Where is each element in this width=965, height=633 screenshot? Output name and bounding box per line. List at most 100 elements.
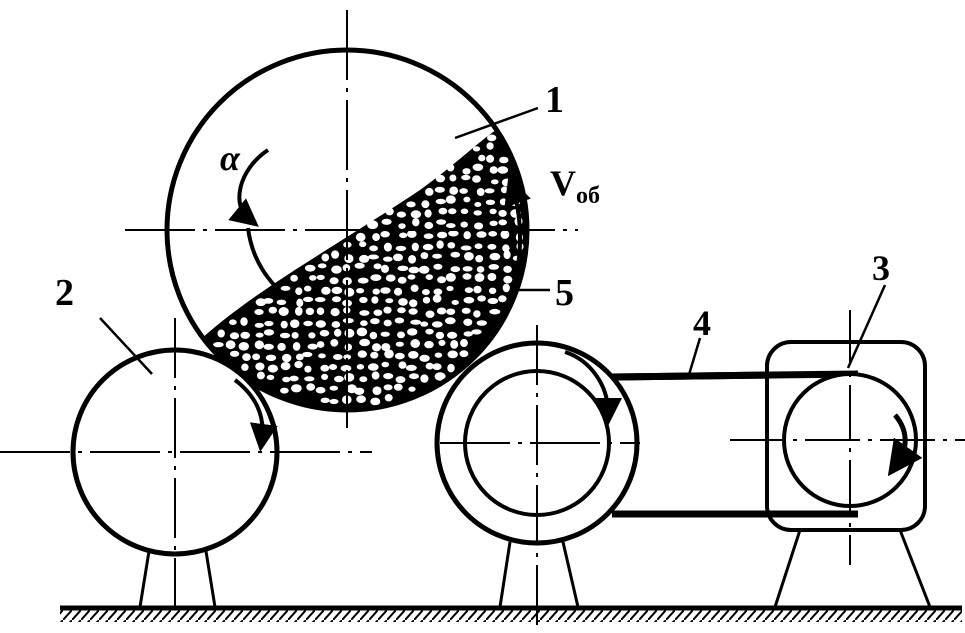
media-pebble <box>384 394 393 402</box>
media-pebble <box>489 252 501 261</box>
media-pebble <box>399 232 408 239</box>
media-pebble <box>340 365 352 372</box>
media-pebble <box>290 319 300 329</box>
media-pebble <box>329 398 339 405</box>
media-pebble <box>254 340 264 350</box>
media-pebble <box>242 353 251 361</box>
media-pebble <box>331 265 342 274</box>
label-motor: 3 <box>872 248 890 288</box>
media-pebble <box>446 223 456 229</box>
media-pebble <box>265 354 277 361</box>
media-pebble <box>498 295 507 303</box>
media-pebble <box>333 354 343 360</box>
media-pebble <box>408 351 419 359</box>
media-pebble <box>225 340 236 350</box>
media-pebble <box>461 174 471 181</box>
media-pebble <box>380 331 390 337</box>
media-pebble <box>290 274 298 282</box>
media-pebble <box>478 154 486 162</box>
media-pebble <box>383 319 392 327</box>
media-pebble <box>314 297 326 303</box>
media-pebble <box>394 352 405 360</box>
media-pebble <box>436 219 447 225</box>
media-pebble <box>422 296 431 304</box>
media-pebble <box>319 329 330 337</box>
media-pebble <box>502 244 510 252</box>
media-pebble <box>432 363 442 371</box>
media-pebble <box>371 296 379 304</box>
media-pebble <box>438 207 448 215</box>
media-pebble <box>330 339 339 347</box>
label-velocity: Vоб <box>550 163 600 209</box>
media-pebble <box>344 328 355 338</box>
media-pebble <box>412 218 420 227</box>
ground <box>60 605 962 622</box>
media-pebble <box>370 351 379 359</box>
media-pebble <box>303 320 313 327</box>
media-pebble <box>305 307 315 316</box>
media-pebble <box>282 353 292 363</box>
media-pebble <box>499 198 508 206</box>
media-pebble <box>445 195 456 204</box>
media-pebble <box>334 328 342 337</box>
media-pebble <box>461 307 471 314</box>
media-pebble <box>359 296 368 304</box>
media-pebble <box>381 264 389 273</box>
media-pebble <box>316 274 325 280</box>
media-pebble <box>436 240 444 249</box>
media-pebble <box>488 287 497 294</box>
media-pebble <box>473 210 482 216</box>
drum-rotation-arrow-right <box>504 176 531 266</box>
media-pebble <box>295 353 304 361</box>
media-pebble <box>488 264 500 270</box>
media-pebble <box>332 296 341 303</box>
media-pebble <box>254 309 264 315</box>
media-pebble <box>436 307 447 315</box>
media-pebble <box>295 306 303 316</box>
media-pebble <box>425 328 434 335</box>
media-pebble <box>491 179 499 185</box>
media-pebble <box>420 252 429 260</box>
media-pebble <box>476 266 485 273</box>
media-pebble <box>434 372 446 381</box>
media-pebble <box>240 317 248 326</box>
label-media-charge: 5 <box>555 272 574 314</box>
media-pebble <box>446 285 454 292</box>
media-pebble <box>500 230 510 239</box>
media-pebble <box>268 306 277 314</box>
media-pebble <box>435 331 445 340</box>
media-pebble <box>280 387 289 394</box>
media-pebble <box>472 146 481 152</box>
media-pebble <box>372 343 381 352</box>
media-pebble <box>356 364 365 370</box>
media-pebble <box>315 320 326 328</box>
media-pebble <box>385 298 394 304</box>
media-pebble <box>370 397 381 406</box>
media-pebble <box>229 350 240 357</box>
media-pebble <box>475 255 484 263</box>
media-pebble <box>331 250 340 259</box>
media-pebble <box>357 350 367 358</box>
media-pebble <box>433 263 443 270</box>
media-pebble <box>355 232 366 242</box>
media-pebble <box>489 166 498 174</box>
media-pebble <box>217 329 225 338</box>
media-pebble <box>474 222 484 230</box>
media-pebble <box>489 208 497 215</box>
media-pebble <box>463 318 473 326</box>
media-pebble <box>385 274 396 282</box>
media-pebble <box>450 251 461 258</box>
media-pebble <box>418 265 430 274</box>
media-pebble <box>367 254 379 260</box>
media-pebble <box>405 364 417 371</box>
media-pebble <box>396 211 406 218</box>
media-pebble <box>462 266 473 272</box>
media-pebble <box>279 332 291 339</box>
media-pebble <box>372 386 382 396</box>
media-pebble <box>487 134 497 142</box>
media-pebble <box>503 265 512 273</box>
media-pebble <box>229 319 237 326</box>
media-pebble <box>357 277 369 284</box>
media-pebble <box>460 338 468 348</box>
